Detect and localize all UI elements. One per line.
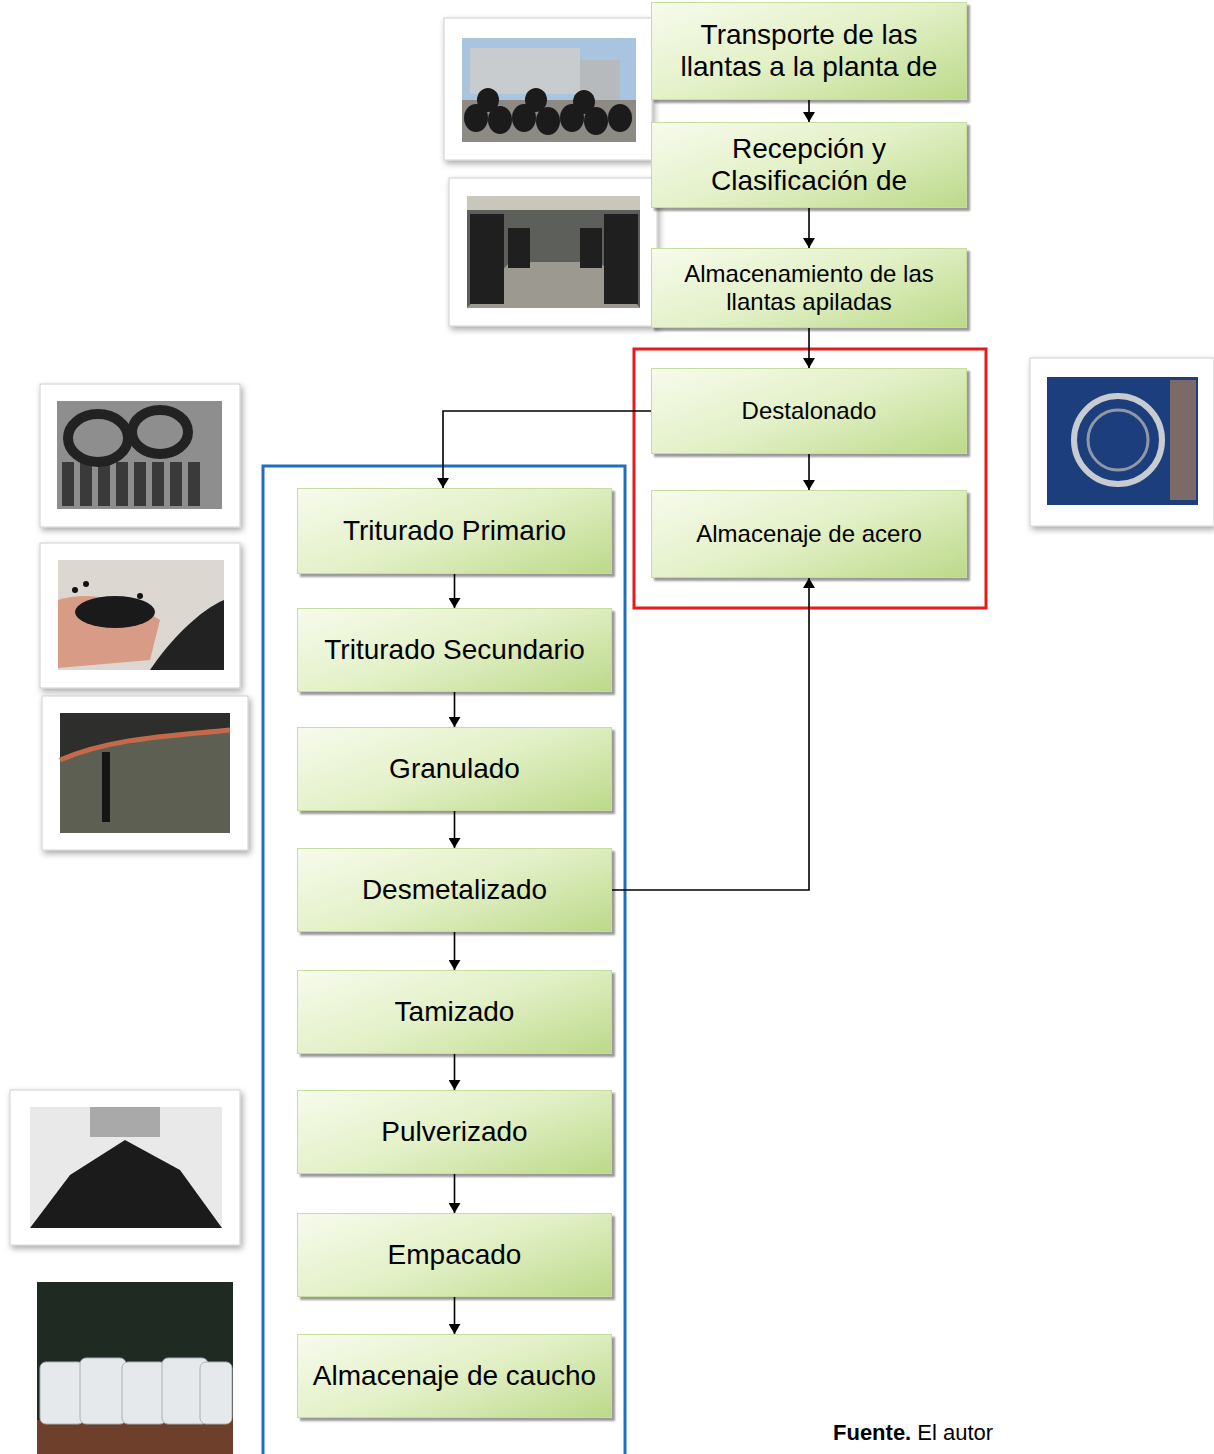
flow-arrow [454,574,456,608]
process-box: Pulverizado [297,1090,612,1174]
box-text: Desmetalizado [362,874,547,906]
box-text: Empacado [388,1239,522,1271]
source-note: Fuente. [833,1420,911,1446]
flow-arrow [612,578,809,890]
box-text: Almacenaje de caucho [313,1360,596,1392]
flow-arrow [808,454,810,490]
flow-arrow [808,328,810,368]
flow-arrow [808,208,810,248]
box-text: Triturado Secundario [324,634,584,666]
box-text: Triturado Primario [343,515,566,547]
process-box: Almacenaje de acero [651,490,967,578]
process-box: Recepción y Clasificación de [651,122,967,208]
process-box: Almacenaje de caucho [297,1334,612,1418]
process-box: Destalonado [651,368,967,454]
process-box: Empacado [297,1213,612,1297]
box-text: Recepción y Clasificación de [662,133,956,197]
process-box: Transporte de las llantas a la planta de [651,2,967,100]
bags-photo [37,1282,233,1454]
shredder-photo [40,384,240,527]
group-outline-red [634,349,986,608]
flow-arrow [454,1174,456,1213]
flow-arrow [443,411,651,488]
process-box: Desmetalizado [297,848,612,932]
source-note: El autor [917,1420,993,1446]
process-box: Triturado Primario [297,488,612,574]
box-text: Granulado [389,753,520,785]
group-outline-blue [263,466,625,1454]
flow-arrow [454,811,456,848]
process-box: Triturado Secundario [297,608,612,692]
flow-arrow [808,100,810,122]
box-text: Destalonado [742,397,877,425]
box-text: Almacenamiento de las llantas apiladas [662,260,956,315]
flow-arrow [454,1297,456,1334]
box-text: Transporte de las llantas a la planta de [662,19,956,83]
debeading-machine-photo [1030,358,1214,526]
flow-arrow [454,932,456,970]
flow-arrow [454,1054,456,1090]
process-box: Almacenamiento de las llantas apiladas [651,248,967,328]
box-text: Tamizado [395,996,515,1028]
sack-photo [42,696,248,850]
process-box: Granulado [297,727,612,811]
warehouse-photo [449,178,657,326]
flow-arrow [454,692,456,727]
box-text: Almacenaje de acero [696,520,921,548]
process-box: Tamizado [297,970,612,1054]
truck-photo [444,18,652,160]
granules-photo [40,543,240,688]
box-text: Pulverizado [381,1116,527,1148]
powder-photo [10,1090,240,1245]
